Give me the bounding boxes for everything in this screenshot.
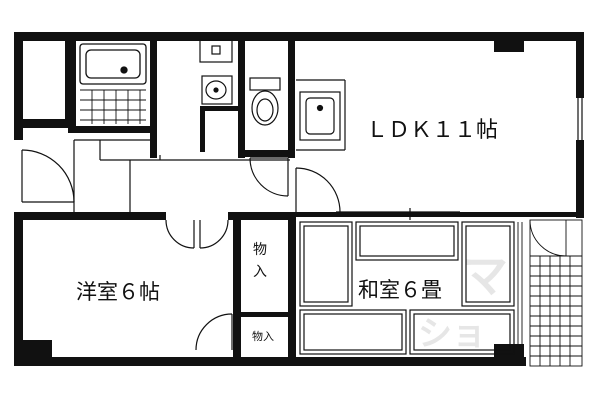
storage-upper-char-2: 入: [253, 264, 267, 280]
doors: [21, 149, 341, 351]
watermark-line-1: マ: [462, 249, 508, 303]
washer-pan: [199, 39, 233, 63]
tatami-mats: [299, 221, 515, 355]
room-label-japanese: 和室６畳: [358, 278, 442, 302]
bathtub: [79, 43, 147, 85]
storage-label-lower: 物入: [252, 329, 274, 343]
wash-basin: [201, 75, 233, 105]
room-label-western: 洋室６帖: [76, 280, 160, 304]
columns: [14, 32, 524, 366]
bath-floor-tiles: [80, 89, 146, 124]
storage-upper-char-1: 物: [253, 242, 267, 258]
watermark-line-2: ショ: [418, 314, 486, 354]
toilet: [249, 77, 281, 126]
watermark-logo: マ ショ: [418, 249, 508, 354]
interior-walls: [68, 32, 296, 364]
storage-label-upper: 物 入 物入: [0, 0, 267, 280]
room-label-ldk: ＬＤＫ１１帖: [366, 118, 498, 143]
balcony: [517, 219, 583, 367]
storage-upper-text: 物入: [0, 0, 2, 1]
exterior-walls: [14, 32, 584, 366]
kitchen-sink: [299, 91, 341, 141]
